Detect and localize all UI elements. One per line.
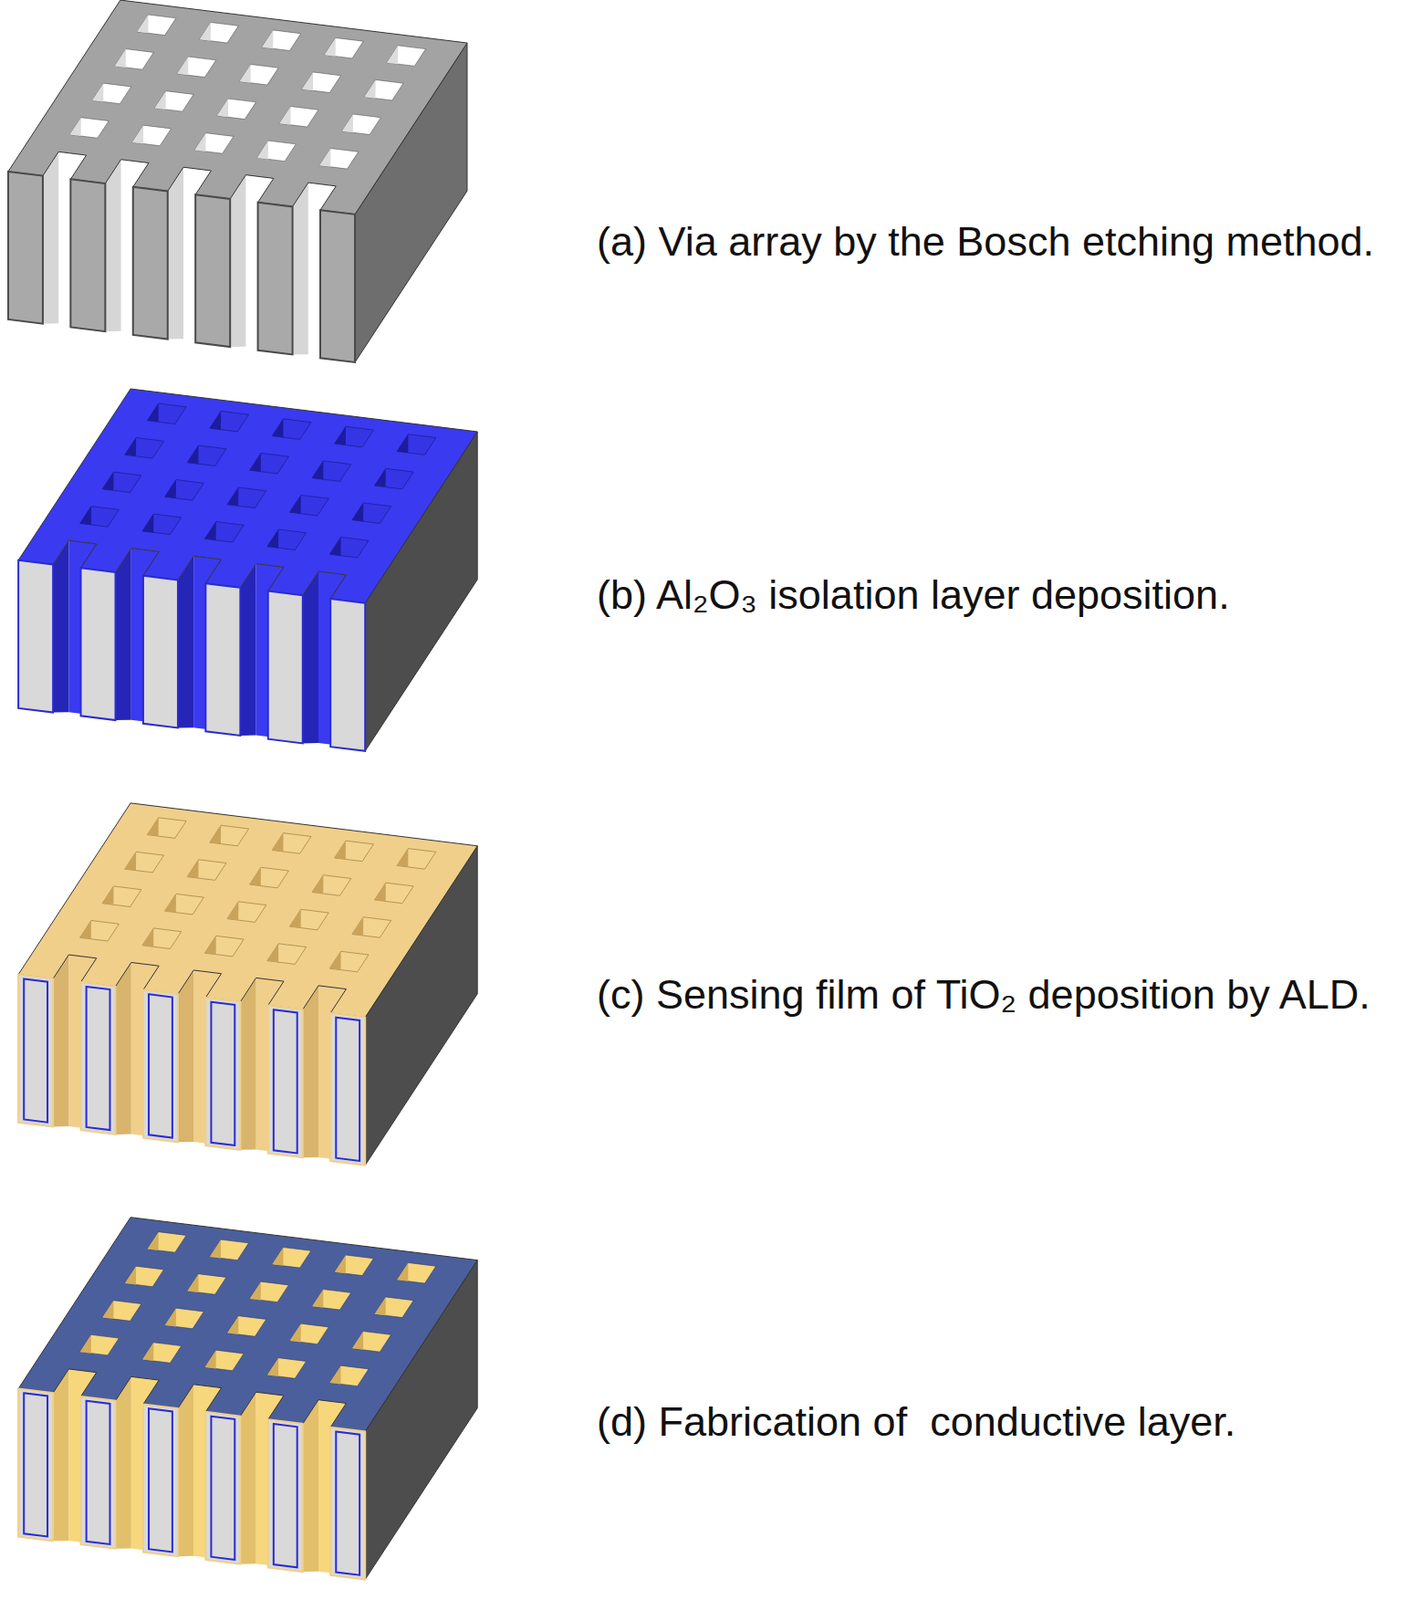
isolation-layer-block xyxy=(18,388,478,767)
via-array-block xyxy=(8,0,468,378)
step-caption: (c) Sensing film of TiO₂ deposition by A… xyxy=(596,969,1371,1021)
step-caption: (d) Fabrication of conductive layer. xyxy=(596,1396,1236,1448)
step-caption: (b) Al₂O₃ isolation layer deposition. xyxy=(596,569,1230,621)
tio2-sensing-block xyxy=(18,802,478,1181)
conductive-layer-block xyxy=(18,1217,478,1595)
step-caption: (a) Via array by the Bosch etching metho… xyxy=(596,216,1375,268)
